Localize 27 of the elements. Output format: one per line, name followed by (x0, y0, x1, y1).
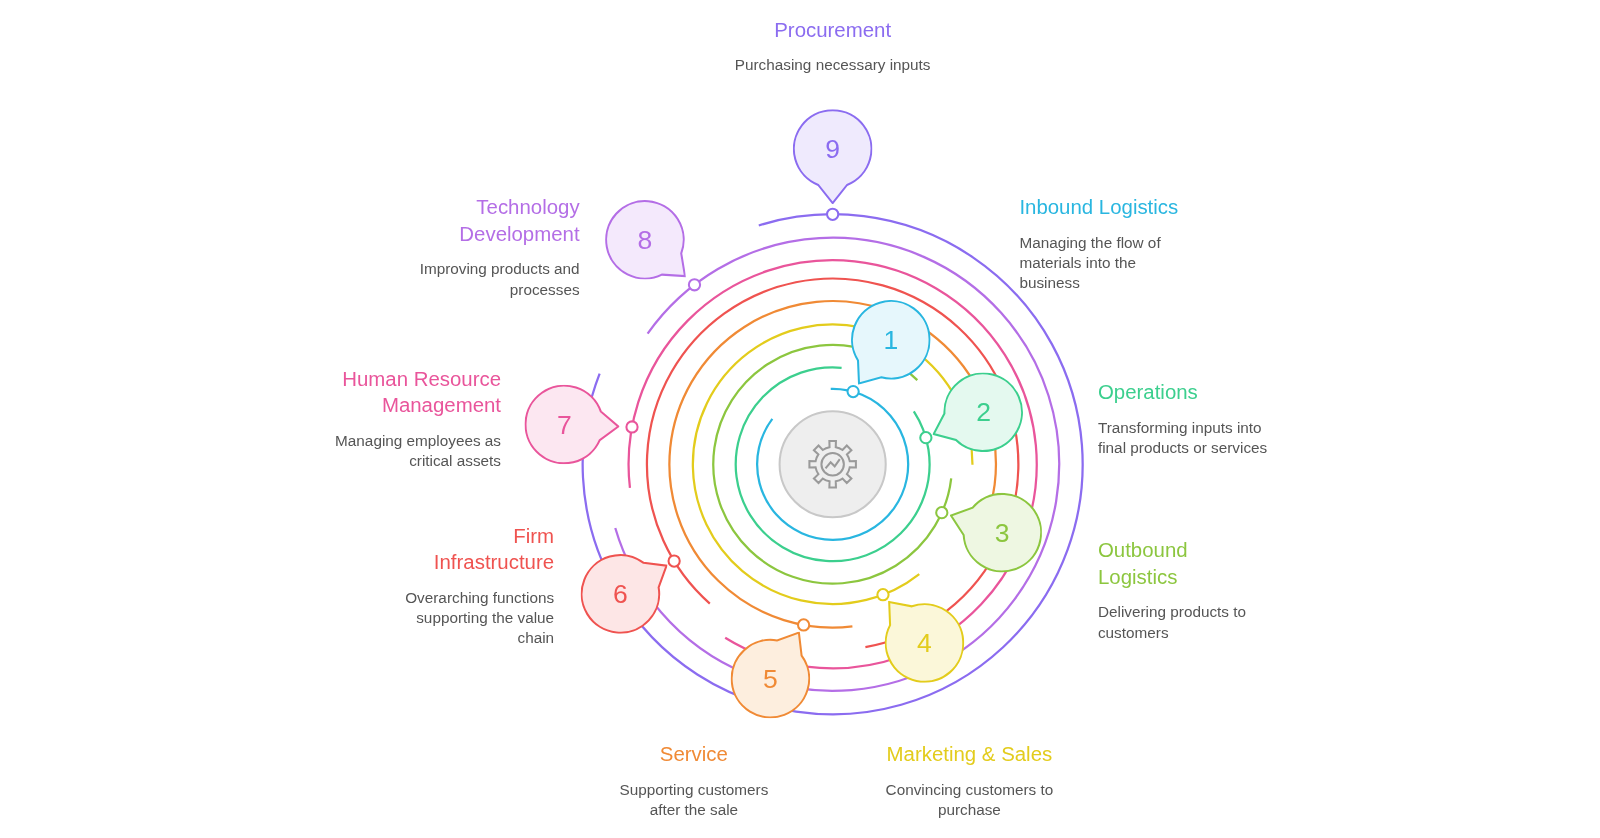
speech-bubble: 2 (933, 372, 1024, 453)
speech-bubble: 8 (605, 200, 686, 280)
step-description: Transforming inputs into final products or services (1097, 417, 1269, 458)
step-description: Managing employees as critical assets (334, 430, 501, 471)
step-description: Purchasing necessary inputs (733, 55, 932, 75)
step-heading: Service (658, 741, 729, 768)
speech-bubble: 6 (580, 554, 668, 634)
speech-bubble: 7 (524, 384, 620, 465)
step-heading: Procurement (773, 17, 893, 43)
step-heading: Outbound Logistics (1097, 537, 1189, 590)
step-description: Delivering products to customers (1097, 602, 1247, 642)
step-description: Improving products and processes (418, 259, 580, 299)
step-heading: Marketing & Sales (885, 741, 1054, 768)
speech-bubble: 5 (730, 631, 811, 719)
step-description: Supporting customers after the sale (618, 779, 770, 820)
step-description: Convincing customers to purchase (884, 779, 1055, 820)
speech-bubble: 9 (792, 109, 873, 205)
step-heading: Technology Development (458, 194, 580, 247)
step-heading: Inbound Logistics (1019, 194, 1180, 221)
step-description: Overarching functions supporting the value chain (404, 587, 555, 648)
step-heading: Firm Infrastructure (432, 523, 555, 576)
step-heading: Operations (1097, 379, 1199, 406)
step-description: Managing the flow of materials into the business (1019, 232, 1162, 293)
speech-bubble: 3 (949, 492, 1042, 573)
speech-bubble: 1 (851, 300, 931, 385)
speech-bubble: 4 (884, 600, 965, 683)
step-heading: Human Resource Management (341, 366, 501, 419)
